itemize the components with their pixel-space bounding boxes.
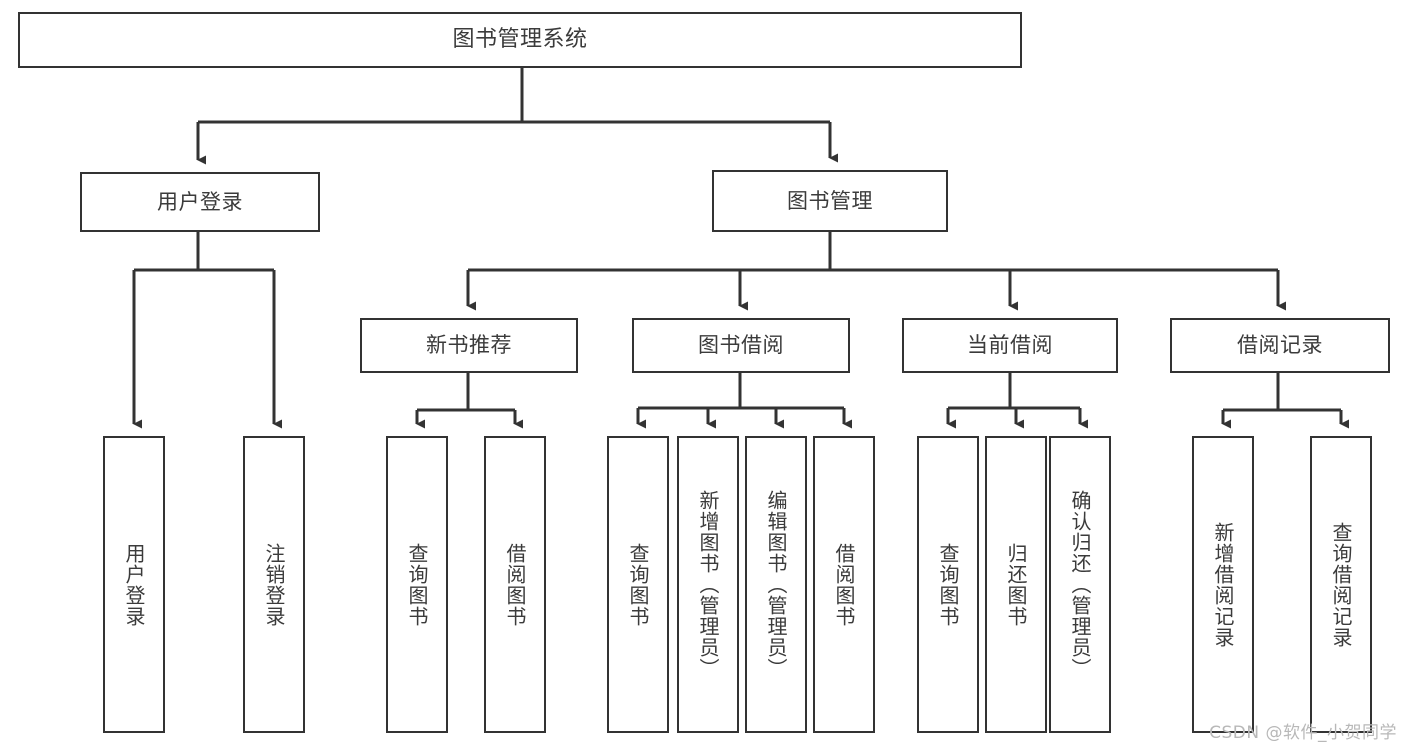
node-leaf-confirm-return[interactable]: 确认归还（管理员） [1049, 436, 1111, 733]
node-leaf-user-login-label: 用户登录 [122, 542, 146, 627]
node-leaf-edit-book[interactable]: 编辑图书（管理员） [745, 436, 807, 733]
node-leaf-add-book-label: 新增图书（管理员） [696, 490, 720, 679]
node-leaf-add-record-label: 新增借阅记录 [1211, 521, 1235, 648]
node-user-login-label: 用户登录 [157, 189, 243, 214]
node-leaf-confirm-return-label: 确认归还（管理员） [1068, 490, 1092, 679]
node-leaf-query-record[interactable]: 查询借阅记录 [1310, 436, 1372, 733]
node-root-label: 图书管理系统 [452, 27, 588, 53]
csdn-watermark: CSDN @软件_小贺同学 [1209, 723, 1397, 743]
node-leaf-edit-book-label: 编辑图书（管理员） [764, 490, 788, 679]
node-user-login[interactable]: 用户登录 [80, 172, 320, 232]
node-leaf-query-book-3[interactable]: 查询图书 [917, 436, 979, 733]
node-leaf-query-book-1-label: 查询图书 [405, 542, 429, 627]
node-leaf-add-record[interactable]: 新增借阅记录 [1192, 436, 1254, 733]
node-leaf-query-book-1[interactable]: 查询图书 [386, 436, 448, 733]
node-leaf-query-book-3-label: 查询图书 [936, 542, 960, 627]
node-book-borrow-label: 图书借阅 [698, 333, 784, 358]
node-leaf-logout[interactable]: 注销登录 [243, 436, 305, 733]
node-leaf-return-book-label: 归还图书 [1004, 542, 1028, 627]
node-leaf-query-book-2[interactable]: 查询图书 [607, 436, 669, 733]
node-leaf-user-login[interactable]: 用户登录 [103, 436, 165, 733]
node-book-borrow[interactable]: 图书借阅 [632, 318, 850, 373]
connectors [132, 68, 1349, 429]
node-root[interactable]: 图书管理系统 [18, 12, 1022, 68]
node-leaf-add-book[interactable]: 新增图书（管理员） [677, 436, 739, 733]
node-leaf-borrow-book-1[interactable]: 借阅图书 [484, 436, 546, 733]
node-leaf-borrow-book-2[interactable]: 借阅图书 [813, 436, 875, 733]
node-leaf-query-record-label: 查询借阅记录 [1329, 521, 1353, 648]
node-current-borrow[interactable]: 当前借阅 [902, 318, 1118, 373]
node-current-borrow-label: 当前借阅 [967, 333, 1053, 358]
node-leaf-logout-label: 注销登录 [262, 542, 286, 627]
node-leaf-borrow-book-2-label: 借阅图书 [832, 542, 856, 627]
node-borrow-record[interactable]: 借阅记录 [1170, 318, 1390, 373]
node-book-manage-label: 图书管理 [787, 188, 873, 213]
node-leaf-borrow-book-1-label: 借阅图书 [503, 542, 527, 627]
node-leaf-query-book-2-label: 查询图书 [626, 542, 650, 627]
node-leaf-return-book[interactable]: 归还图书 [985, 436, 1047, 733]
node-new-book-recommend[interactable]: 新书推荐 [360, 318, 578, 373]
node-book-manage[interactable]: 图书管理 [712, 170, 948, 232]
node-borrow-record-label: 借阅记录 [1237, 333, 1323, 358]
node-new-book-recommend-label: 新书推荐 [426, 333, 512, 358]
